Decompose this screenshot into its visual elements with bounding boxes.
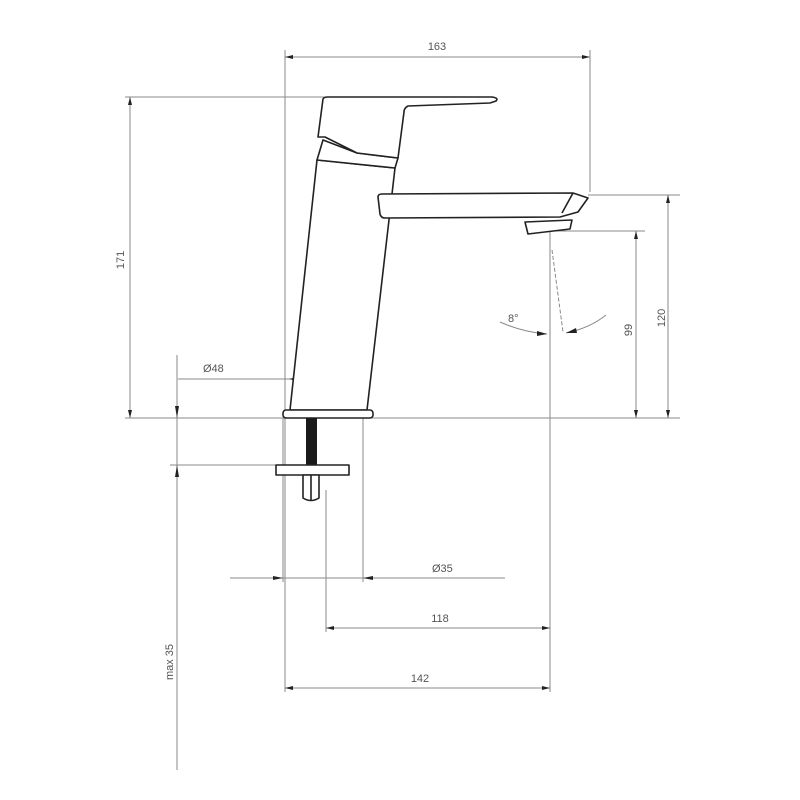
label-reach-118: 118 — [431, 613, 449, 625]
label-overall-width: 163 — [428, 41, 446, 53]
label-reach-142: 142 — [411, 673, 429, 685]
label-spout-height: 120 — [656, 309, 668, 327]
faucet — [275, 96, 589, 502]
faucet-handle — [317, 96, 498, 159]
label-mount-diameter: Ø35 — [432, 563, 453, 575]
label-overall-height: 171 — [115, 251, 127, 269]
label-outlet-height: 99 — [623, 324, 635, 336]
base-plate — [282, 409, 374, 419]
aerator — [524, 219, 573, 235]
faucet-spout — [377, 192, 589, 219]
mounting-washer — [275, 464, 350, 476]
dimension-lines — [125, 50, 680, 770]
threaded-stud — [306, 418, 317, 466]
label-jet-angle: 8° — [508, 313, 519, 325]
label-max-deck-thickness: max 35 — [164, 644, 176, 680]
label-body-diameter: Ø48 — [203, 363, 224, 375]
